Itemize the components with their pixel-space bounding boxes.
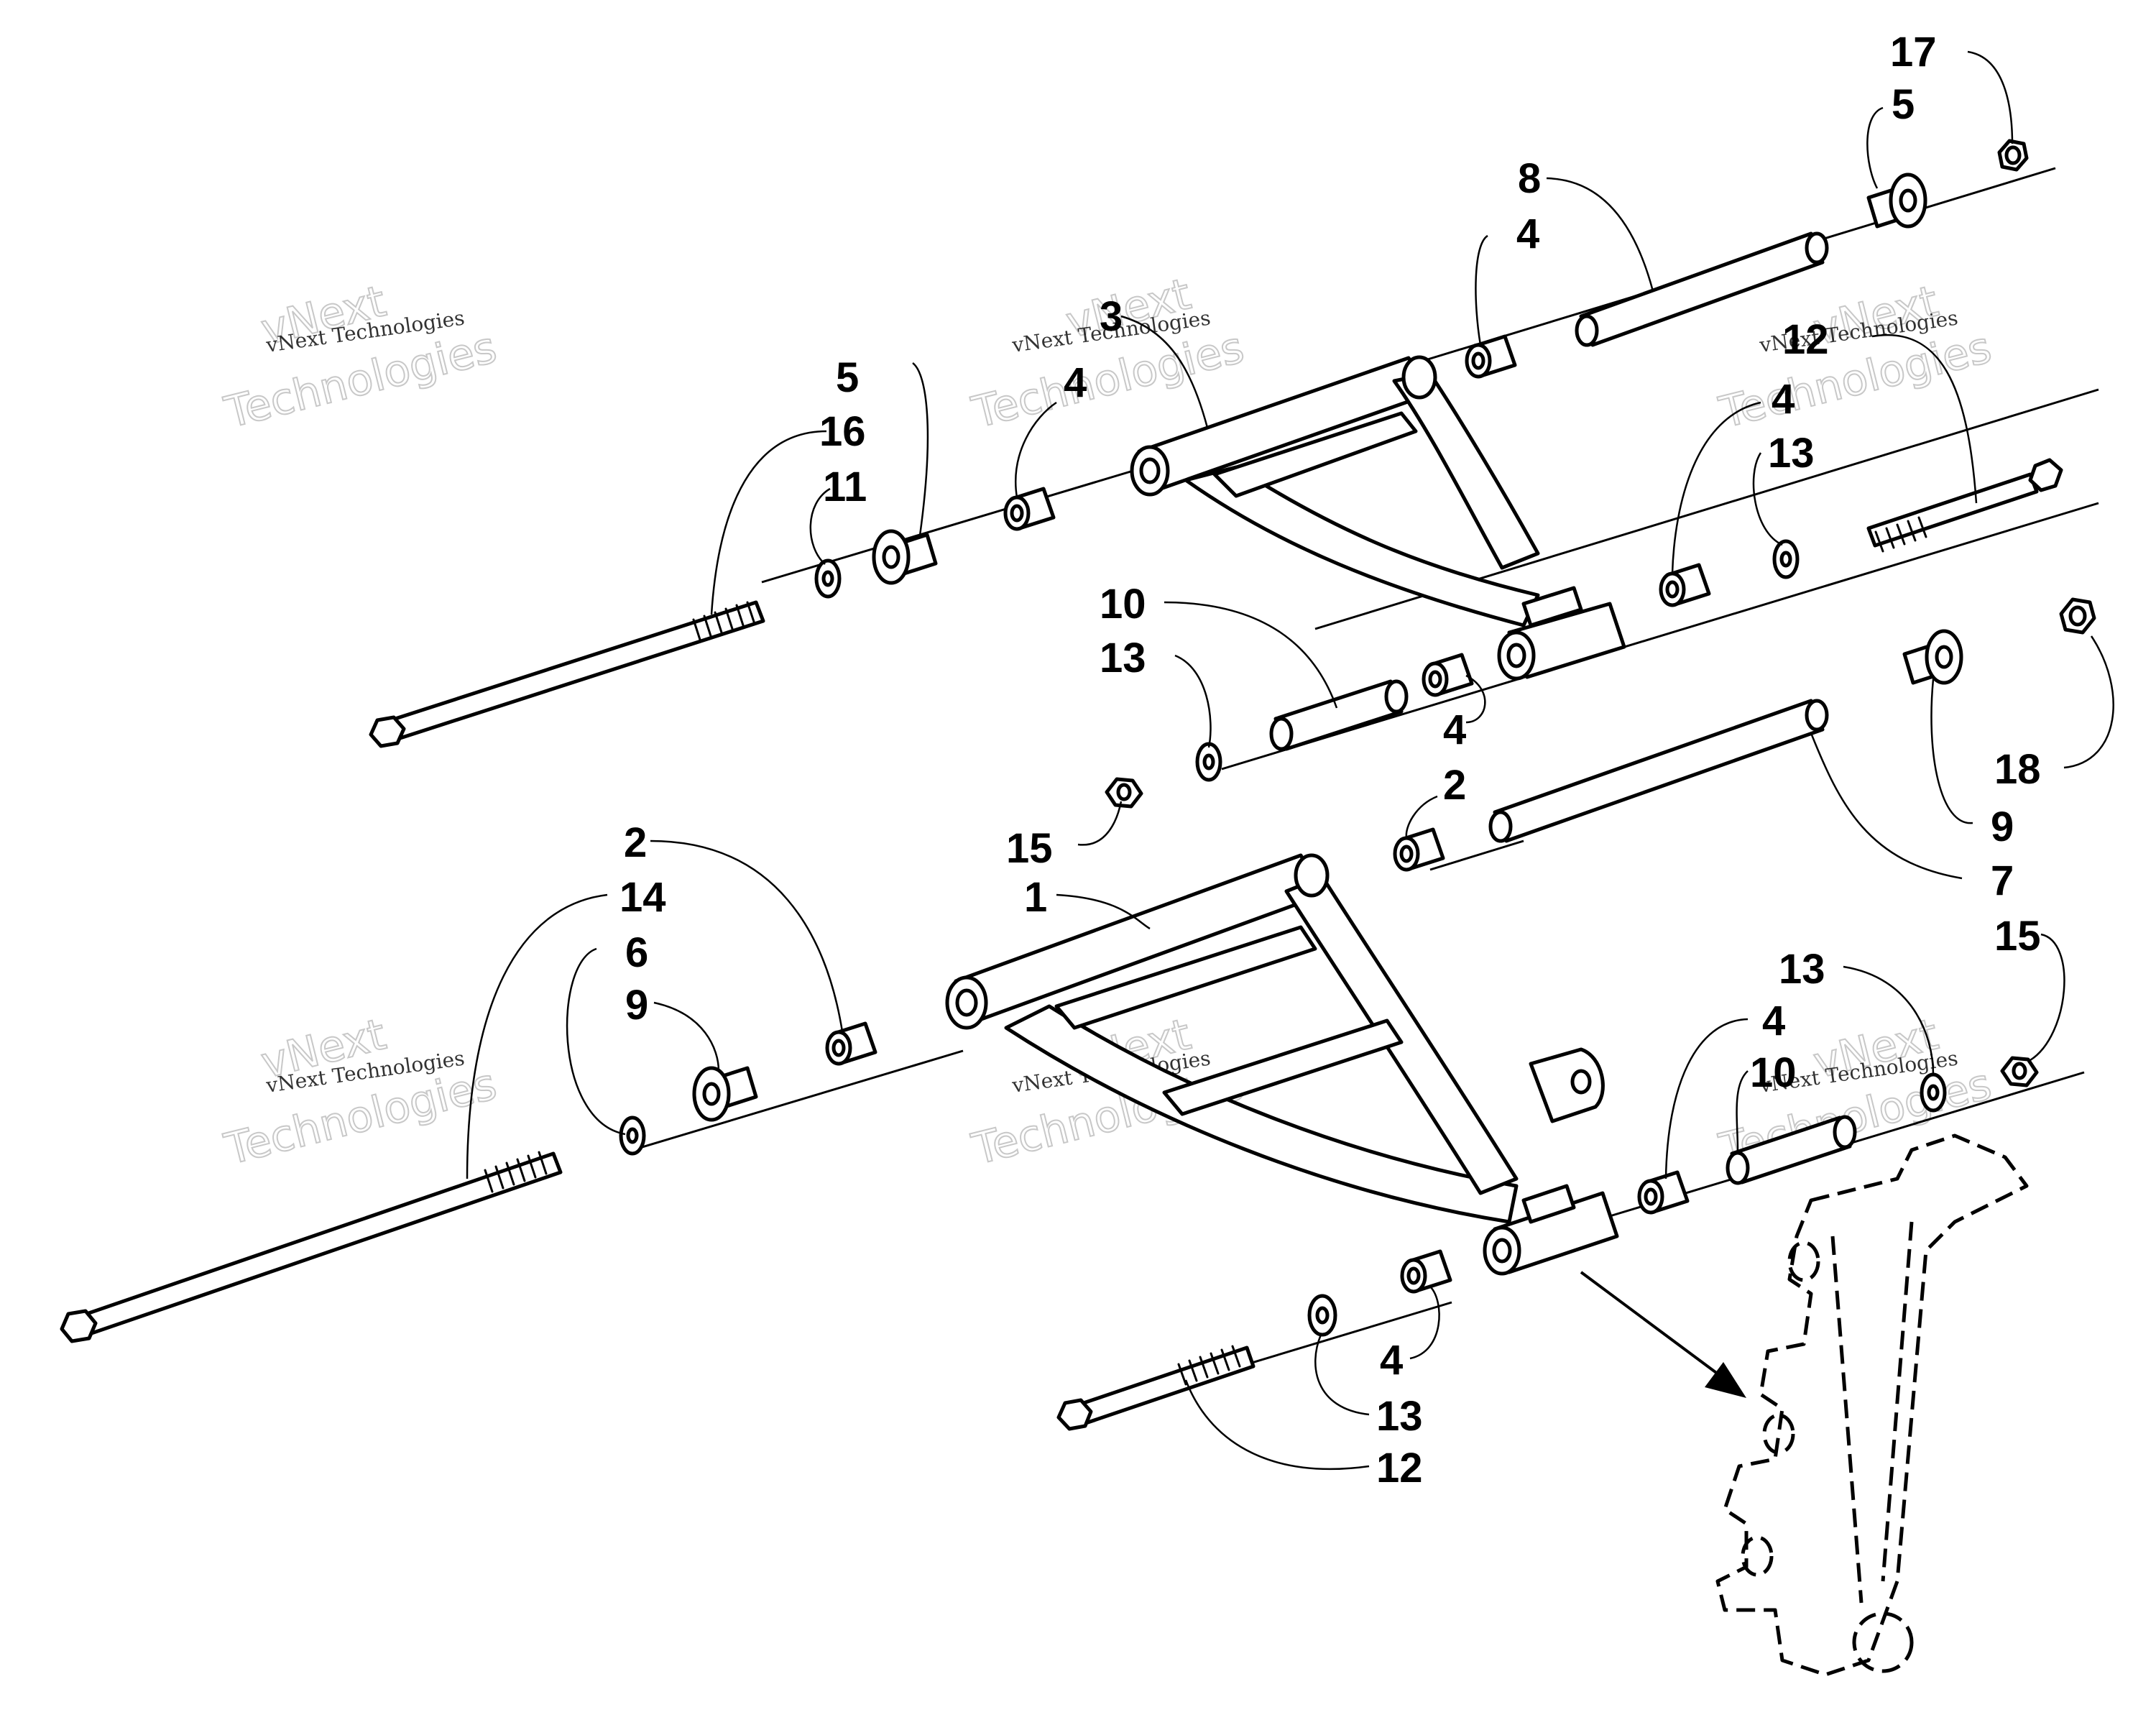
callout-3: 3 <box>1100 293 1123 340</box>
bolt-12-lower <box>1056 1345 1256 1431</box>
callout-4-lower-right: 4 <box>1762 998 1785 1044</box>
callout-15-middle: 15 <box>1006 825 1053 872</box>
callout-2-left: 2 <box>624 819 647 866</box>
flange-nut-18 <box>2059 597 2096 635</box>
sleeve-10-upper <box>1269 679 1409 751</box>
callout-5-top: 5 <box>1892 81 1915 128</box>
washer-11 <box>814 558 842 599</box>
callout-5-left: 5 <box>836 354 859 401</box>
washer-13-lower <box>1307 1294 1337 1337</box>
callout-17: 17 <box>1890 29 1937 75</box>
callout-4-middle: 4 <box>1443 707 1466 753</box>
flange-nut-17 <box>1997 139 2029 172</box>
flange-bushing-5-left <box>872 529 938 585</box>
callout-4-lower: 4 <box>1380 1337 1403 1384</box>
callout-18: 18 <box>1994 746 2041 793</box>
washer-13-lower-right <box>1920 1072 1947 1113</box>
flange-bushing-9-right <box>1902 629 1963 685</box>
rod-8 <box>1575 231 1829 347</box>
bolt-12-upper <box>1866 458 2063 553</box>
rod-7 <box>1488 699 1829 843</box>
bushing-4-upper-right <box>1659 563 1711 607</box>
callout-12-top: 12 <box>1782 316 1829 363</box>
callout-14: 14 <box>619 874 666 921</box>
callout-16: 16 <box>819 408 866 455</box>
bushing-2-left <box>825 1021 877 1066</box>
bushing-2-right <box>1393 827 1445 872</box>
washer-13-middle <box>1195 742 1222 782</box>
bushing-4-top <box>1465 334 1517 379</box>
callout-13-lower: 13 <box>1376 1393 1423 1440</box>
callout-4-upper-right: 4 <box>1772 376 1795 423</box>
bushing-4-lower <box>1400 1249 1452 1294</box>
callout-10-upper: 10 <box>1100 581 1146 627</box>
spindle-reference <box>1715 1133 2029 1677</box>
upper-a-arm-3 <box>1130 355 1626 681</box>
callout-9-right: 9 <box>1991 804 2014 850</box>
nut-15-middle <box>1105 777 1143 809</box>
watermark-right-top: vNext vNext Technologies Technologies <box>1714 275 1997 439</box>
watermark-left-top: vNext vNext Technologies Technologies <box>219 275 502 439</box>
callout-9-left: 9 <box>625 982 648 1029</box>
callout-labels: 17 5 8 4 3 4 5 16 11 12 4 13 10 13 4 15 … <box>619 29 2041 1491</box>
bushing-4-lower-right <box>1637 1170 1690 1215</box>
washer-13-upper <box>1772 539 1800 579</box>
callout-4-top: 4 <box>1516 211 1539 257</box>
lower-a-arm-1 <box>945 853 1619 1276</box>
washer-6 <box>619 1116 646 1156</box>
bushing-4-middle <box>1422 653 1474 697</box>
nut-15-right <box>2000 1056 2039 1087</box>
callout-13-upper: 13 <box>1768 430 1815 477</box>
callout-8: 8 <box>1518 155 1541 202</box>
callout-4-arm3: 4 <box>1064 359 1087 406</box>
long-bolt-16 <box>369 600 765 748</box>
assembly-arrow <box>1580 1271 1746 1398</box>
callout-10-lower: 10 <box>1750 1049 1797 1096</box>
sleeve-10-lower <box>1726 1115 1857 1185</box>
callout-13-middle: 13 <box>1100 635 1146 681</box>
flange-bushing-9-left <box>692 1066 758 1122</box>
bushing-4-upper-left <box>1003 487 1056 531</box>
callout-1: 1 <box>1024 874 1047 921</box>
leader-lines <box>466 50 2114 1470</box>
long-bolt-14 <box>60 1151 563 1343</box>
watermark-left-bottom: vNext vNext Technologies Technologies <box>219 1008 502 1176</box>
callout-7: 7 <box>1991 857 2014 904</box>
callout-13-lower-right: 13 <box>1779 946 1825 993</box>
callout-11: 11 <box>823 464 867 510</box>
callout-12-lower: 12 <box>1376 1445 1423 1491</box>
callout-2-right: 2 <box>1443 762 1466 809</box>
callout-15-right: 15 <box>1994 913 2041 960</box>
flange-bushing-5-right <box>1866 172 1927 229</box>
callout-6: 6 <box>625 929 648 976</box>
